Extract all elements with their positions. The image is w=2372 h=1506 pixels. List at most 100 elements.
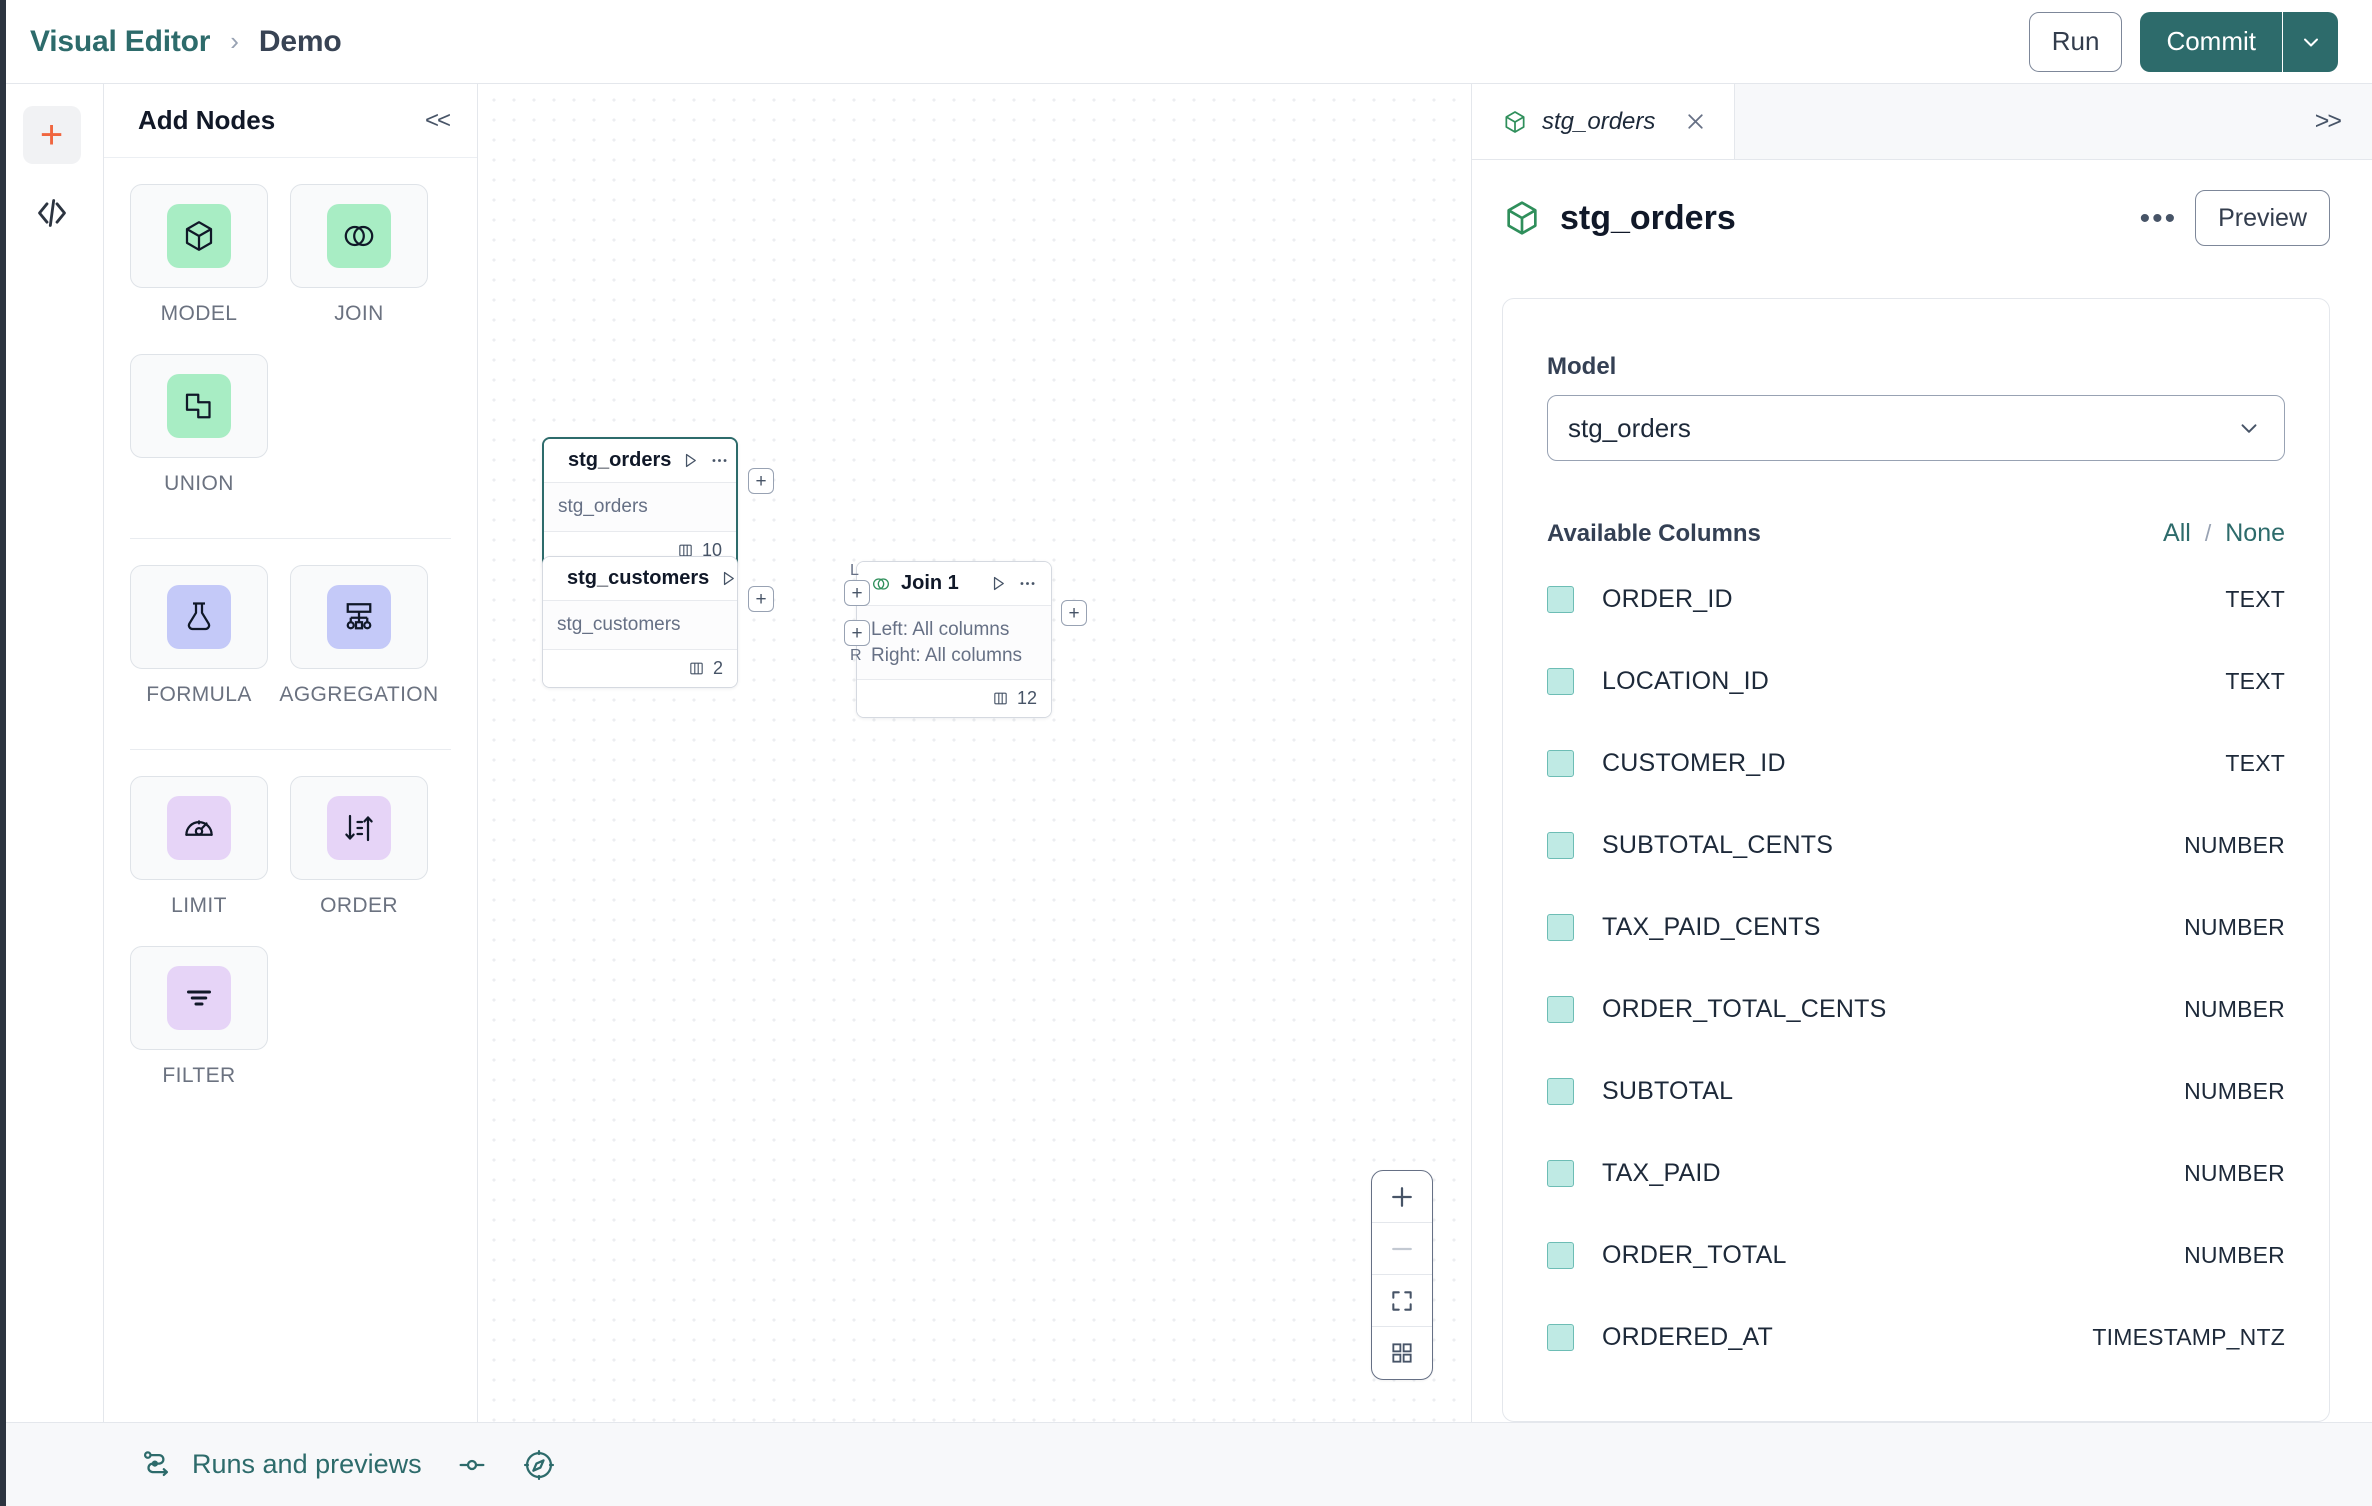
column-type: NUMBER [2184,1078,2285,1105]
node-type-label: MODEL [161,302,238,326]
node-type-tile [130,776,268,880]
column-checkbox[interactable] [1547,586,1574,613]
column-checkbox[interactable] [1547,1160,1574,1187]
node-more-icon[interactable] [710,451,729,470]
chevron-down-icon [2236,415,2262,441]
breadcrumb-visual-editor[interactable]: Visual Editor [30,25,210,59]
column-type: NUMBER [2184,1242,2285,1269]
flow-node-stg-customers[interactable]: stg_customers stg_customers [542,556,738,688]
runs-and-previews-button[interactable]: Runs and previews [140,1448,422,1482]
column-row[interactable]: ORDERED_AT TIMESTAMP_NTZ [1547,1296,2285,1378]
node-type-join[interactable]: JOIN [290,184,428,346]
node-type-limit[interactable]: LIMIT [130,776,268,938]
left-edge-accent [0,0,6,1506]
edge-layer [478,84,778,234]
zoom-controls [1371,1170,1433,1380]
commit-dropdown-button[interactable] [2282,12,2338,72]
node-group-transforms: FORMULA [104,565,477,735]
column-type: TEXT [2225,750,2285,777]
commit-button[interactable]: Commit [2140,12,2282,72]
run-node-icon[interactable] [989,574,1008,593]
compass-icon [522,1448,556,1482]
add-nodes-header: Add Nodes << [104,84,477,158]
slider-toggle-icon [456,1449,488,1481]
run-node-icon[interactable] [681,451,700,470]
node-more-icon[interactable] [1018,574,1037,593]
toggle-minimap-button[interactable] [1372,1327,1432,1379]
flow-node-stg-orders[interactable]: stg_orders stg_orders 10 [542,437,738,571]
group-divider [130,749,451,750]
output-port-join-1[interactable]: + [1061,600,1087,626]
select-all-link[interactable]: All [2163,519,2191,548]
tab-stg-orders[interactable]: stg_orders [1472,84,1735,159]
fit-view-button[interactable] [1372,1275,1432,1327]
node-type-order[interactable]: ORDER [290,776,428,938]
run-node-icon[interactable] [719,569,738,588]
column-row[interactable]: SUBTOTAL_CENTS NUMBER [1547,804,2285,886]
code-view-rail-button[interactable] [23,184,81,242]
column-checkbox[interactable] [1547,1078,1574,1105]
node-type-tile [290,184,428,288]
column-checkbox[interactable] [1547,996,1574,1023]
input-port-join-left[interactable]: + [844,580,870,606]
node-type-model[interactable]: MODEL [130,184,268,346]
column-row[interactable]: ORDER_ID TEXT [1547,558,2285,640]
column-row[interactable]: CUSTOMER_ID TEXT [1547,722,2285,804]
select-none-link[interactable]: None [2225,519,2285,548]
column-checkbox[interactable] [1547,1242,1574,1269]
output-port-stg-customers[interactable]: + [748,586,774,612]
column-row[interactable]: LOCATION_ID TEXT [1547,640,2285,722]
column-row[interactable]: ORDER_TOTAL NUMBER [1547,1214,2285,1296]
columns-icon [688,660,705,677]
column-checkbox[interactable] [1547,914,1574,941]
flow-node-body-line: stg_orders [558,494,722,520]
node-type-label: UNION [164,472,234,496]
column-row[interactable]: TAX_PAID_CENTS NUMBER [1547,886,2285,968]
flow-node-title: stg_orders [568,449,671,472]
node-type-label: LIMIT [171,894,227,918]
column-row[interactable]: ORDER_TOTAL_CENTS NUMBER [1547,968,2285,1050]
flow-node-join-1[interactable]: Join 1 Left: All columns Right: All colu… [856,561,1052,718]
flow-run-icon [140,1448,174,1482]
flow-node-body-line-left: Left: All columns [871,617,1037,643]
zoom-in-button[interactable] [1372,1171,1432,1223]
node-type-formula[interactable]: FORMULA [130,565,268,727]
run-button[interactable]: Run [2029,12,2123,72]
preview-button[interactable]: Preview [2195,190,2330,246]
node-group-sources: MODEL JOIN [104,184,477,524]
union-shapes-icon [167,374,231,438]
panel-title-row: stg_orders ••• Preview [1472,160,2372,246]
output-port-stg-orders[interactable]: + [748,468,774,494]
node-type-label: FILTER [162,1064,235,1088]
input-port-join-right[interactable]: + [844,620,870,646]
flow-canvas[interactable]: stg_orders stg_orders 10 [478,84,1472,1422]
close-icon[interactable] [1683,109,1708,134]
add-nodes-list: MODEL JOIN [104,158,477,1116]
node-type-filter[interactable]: FILTER [130,946,268,1108]
flow-node-body: stg_customers [543,601,737,650]
node-type-aggregation[interactable]: AGGREGATION [290,565,428,727]
flow-node-column-count: 2 [713,658,723,679]
column-name: CUSTOMER_ID [1602,749,2197,778]
flow-node-footer: 2 [543,650,737,687]
model-select[interactable]: stg_orders [1547,395,2285,461]
explore-compass-button[interactable] [522,1448,556,1482]
column-name: TAX_PAID_CENTS [1602,913,2156,942]
settings-toggle-button[interactable] [456,1449,488,1481]
column-checkbox[interactable] [1547,832,1574,859]
expand-panel-button[interactable]: >> [2315,107,2340,136]
column-checkbox[interactable] [1547,1324,1574,1351]
column-name: SUBTOTAL_CENTS [1602,831,2156,860]
panel-more-icon[interactable]: ••• [2140,211,2178,226]
column-checkbox[interactable] [1547,668,1574,695]
node-type-union[interactable]: UNION [130,354,268,516]
collapse-panel-button[interactable]: << [425,107,449,135]
flow-node-header: stg_orders [544,439,736,483]
column-checkbox[interactable] [1547,750,1574,777]
add-node-rail-button[interactable]: + [23,106,81,164]
zoom-out-button[interactable] [1372,1223,1432,1275]
column-row[interactable]: SUBTOTAL NUMBER [1547,1050,2285,1132]
column-row[interactable]: TAX_PAID NUMBER [1547,1132,2285,1214]
tab-label: stg_orders [1542,108,1655,136]
venn-icon [327,204,391,268]
